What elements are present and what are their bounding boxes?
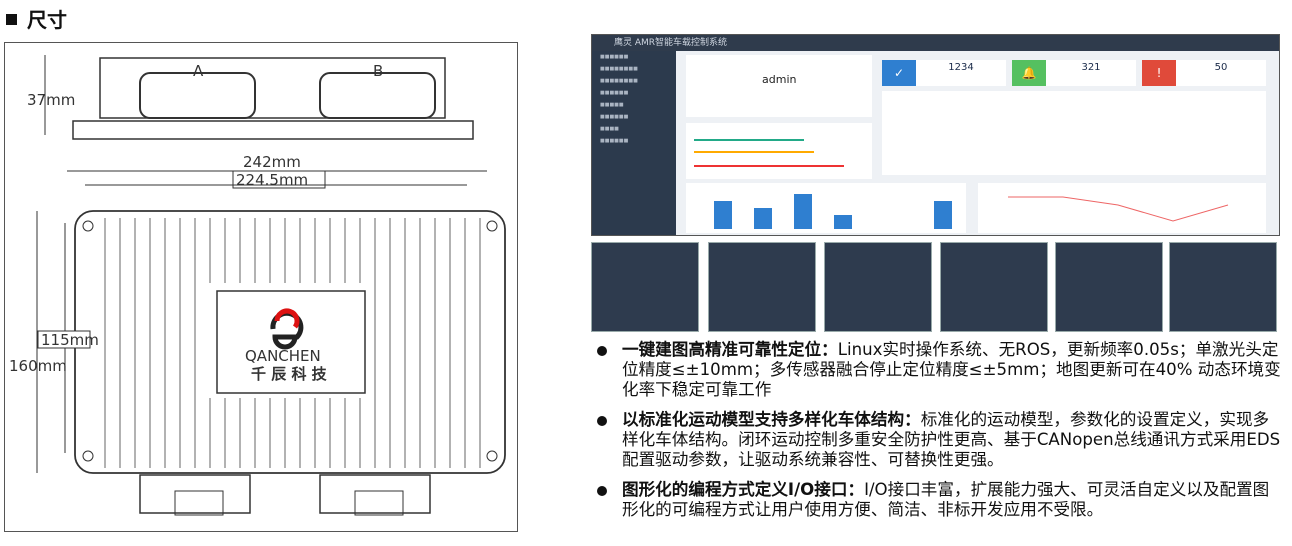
menu-thumb-4	[940, 242, 1048, 332]
feature-list: 一键建图高精准可靠性定位：Linux实时操作系统、无ROS，更新频率0.05s；…	[594, 340, 1284, 530]
dashboard-screenshot: 鹰灵 AMR智能车载控制系统 ■■■■■■■■■■■■■■■■■■■■■■■■■…	[591, 34, 1280, 236]
menu-thumb-1	[591, 242, 699, 332]
stat-3: !50	[1142, 60, 1266, 86]
task-list-card	[882, 91, 1266, 175]
stat-1: ✓1234	[882, 60, 1006, 86]
bar-chart-card	[686, 183, 966, 233]
series-line	[1008, 196, 1229, 222]
menu-thumb-3	[824, 242, 932, 332]
bar	[834, 215, 852, 229]
user-card: admin	[686, 55, 872, 117]
progress-card	[686, 123, 872, 179]
square-bullet-icon	[6, 14, 17, 25]
connector-b-label: B	[373, 62, 383, 80]
user-name: admin	[762, 73, 797, 86]
dashboard-topbar: 鹰灵 AMR智能车载控制系统	[592, 35, 1279, 51]
dim-total-height: 160mm	[9, 357, 67, 375]
line-chart-card	[978, 183, 1266, 233]
dim-width-total: 242mm	[243, 153, 301, 171]
bar	[794, 194, 812, 229]
feature-item: 以标准化运动模型支持多样化车体结构：标准化的运动模型，参数化的设置定义，实现多样…	[594, 410, 1284, 470]
logo-cn: 千 辰 科 技	[251, 365, 328, 383]
menu-thumb-5	[1055, 242, 1163, 332]
dim-width-inner: 224.5mm	[236, 171, 308, 189]
feature-item: 一键建图高精准可靠性定位：Linux实时操作系统、无ROS，更新频率0.05s；…	[594, 340, 1284, 400]
section-title: 尺寸	[6, 4, 67, 33]
logo-brand: QANCHEN	[245, 347, 321, 365]
dashboard-sidebar: ■■■■■■■■■■■■■■■■■■■■■■■■■■■■■■■■■■■■■■■■…	[592, 51, 676, 235]
menu-thumbnails	[591, 242, 1278, 332]
bar	[934, 201, 952, 229]
bar	[714, 201, 732, 229]
dim-height: 37mm	[27, 91, 75, 109]
stat-2: 🔔321	[1012, 60, 1136, 86]
feature-item: 图形化的编程方式定义I/O接口：I/O接口丰富，扩展能力强大、可灵活自定义以及配…	[594, 480, 1284, 520]
app-title: 鹰灵 AMR智能车载控制系统	[614, 38, 728, 48]
menu-thumb-6	[1169, 242, 1277, 332]
connector-a-label: A	[193, 62, 204, 80]
menu-thumb-2	[708, 242, 816, 332]
bar	[754, 208, 772, 229]
dim-inner-height: 115mm	[41, 331, 99, 349]
dimension-drawing: A B 37mm 242mm 224.5mm QANCHEN 千 辰 科 技 1…	[4, 42, 518, 532]
